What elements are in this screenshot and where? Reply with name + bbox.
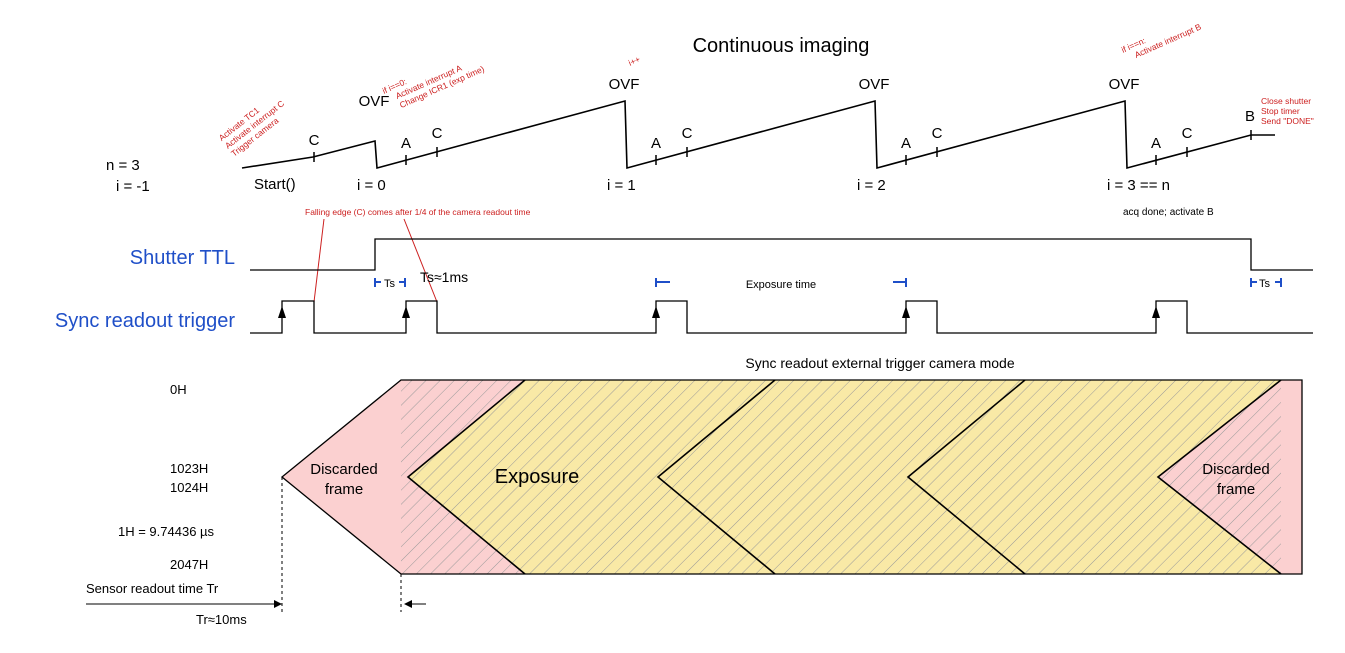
sawtooth-ticks bbox=[313, 130, 1252, 165]
shutter-ttl-waveform bbox=[250, 238, 1313, 271]
tr-value: Tr≈10ms bbox=[196, 612, 247, 627]
ts-label: Ts bbox=[1259, 278, 1271, 290]
discarded-label: Discarded bbox=[310, 461, 378, 478]
marker-c: C bbox=[682, 125, 693, 142]
marker-c: C bbox=[432, 125, 443, 142]
ts-marker-start bbox=[374, 278, 406, 287]
start-note: Trigger camera Activate interrupt C Acti… bbox=[217, 98, 286, 158]
readout-band bbox=[282, 380, 1302, 574]
discarded-label: frame bbox=[1217, 481, 1255, 498]
svg-text:Send "DONE": Send "DONE" bbox=[1261, 116, 1314, 126]
ts-label: Ts bbox=[384, 278, 396, 290]
marker-c: C bbox=[309, 132, 320, 149]
marker-a: A bbox=[1151, 135, 1161, 152]
falling-edge-note: Falling edge (C) comes after 1/4 of the … bbox=[305, 207, 531, 217]
param-i: i = -1 bbox=[116, 178, 150, 195]
row-label: 1023H bbox=[170, 461, 208, 476]
sync-trigger-label: Sync readout trigger bbox=[55, 310, 235, 332]
acq-done-note: acq done; activate B bbox=[1123, 207, 1214, 218]
i-label: i = 1 bbox=[607, 177, 636, 194]
ovf4-note: if i==n: Activate interrupt B bbox=[1120, 21, 1203, 59]
param-n: n = 3 bbox=[106, 157, 140, 174]
readout-guides bbox=[281, 477, 402, 612]
discarded-label: frame bbox=[325, 481, 363, 498]
h-duration: 1H = 9.74436 µs bbox=[118, 524, 215, 539]
rising-edge-arrows bbox=[278, 306, 1160, 318]
i-label: i = 3 == n bbox=[1107, 177, 1170, 194]
marker-a: A bbox=[401, 135, 411, 152]
ovf1-note: if i==0: Activate interrupt A Change ICR… bbox=[381, 63, 486, 110]
marker-a: A bbox=[901, 135, 911, 152]
ovf-label: OVF bbox=[859, 76, 890, 93]
exposure-time-brackets bbox=[655, 278, 907, 287]
discarded-label: Discarded bbox=[1202, 461, 1270, 478]
svg-text:i++: i++ bbox=[627, 54, 642, 68]
timer-sawtooth bbox=[241, 99, 1275, 170]
start-label: Start() bbox=[254, 176, 296, 193]
marker-a: A bbox=[651, 135, 661, 152]
i-label: i = 0 bbox=[357, 177, 386, 194]
ovf-label: OVF bbox=[359, 93, 390, 110]
readout-wave-lines bbox=[406, 380, 1282, 574]
ts-offset-arrow bbox=[404, 600, 426, 608]
falling-edge-pointers bbox=[313, 218, 438, 303]
ts-value: Ts≈1ms bbox=[420, 269, 468, 285]
marker-b: B bbox=[1245, 108, 1255, 125]
exposure-label: Exposure bbox=[495, 466, 580, 488]
ovf-label: OVF bbox=[1109, 76, 1140, 93]
readout-band-outline bbox=[280, 379, 1303, 575]
i-label: i = 2 bbox=[857, 177, 886, 194]
row-label: 0H bbox=[170, 382, 187, 397]
ovf2-note: i++ bbox=[627, 54, 642, 68]
svg-text:Close shutter: Close shutter bbox=[1261, 96, 1311, 106]
exposure-time-label: Exposure time bbox=[746, 279, 816, 291]
end-note: Close shutter Stop timer Send "DONE" bbox=[1261, 96, 1314, 126]
ts-marker-end bbox=[1250, 278, 1282, 287]
row-label: 1024H bbox=[170, 480, 208, 495]
diagram-title: Continuous imaging bbox=[693, 35, 870, 57]
exposure-hatch bbox=[401, 380, 1281, 574]
sensor-readout-label: Sensor readout time Tr bbox=[86, 581, 219, 596]
marker-c: C bbox=[1182, 125, 1193, 142]
row-label: 2047H bbox=[170, 557, 208, 572]
svg-text:Stop timer: Stop timer bbox=[1261, 106, 1300, 116]
ovf-label: OVF bbox=[609, 76, 640, 93]
marker-c: C bbox=[932, 125, 943, 142]
shutter-ttl-label: Shutter TTL bbox=[130, 247, 235, 269]
camera-mode-title: Sync readout external trigger camera mod… bbox=[745, 355, 1014, 371]
sensor-readout-arrow bbox=[86, 600, 282, 608]
